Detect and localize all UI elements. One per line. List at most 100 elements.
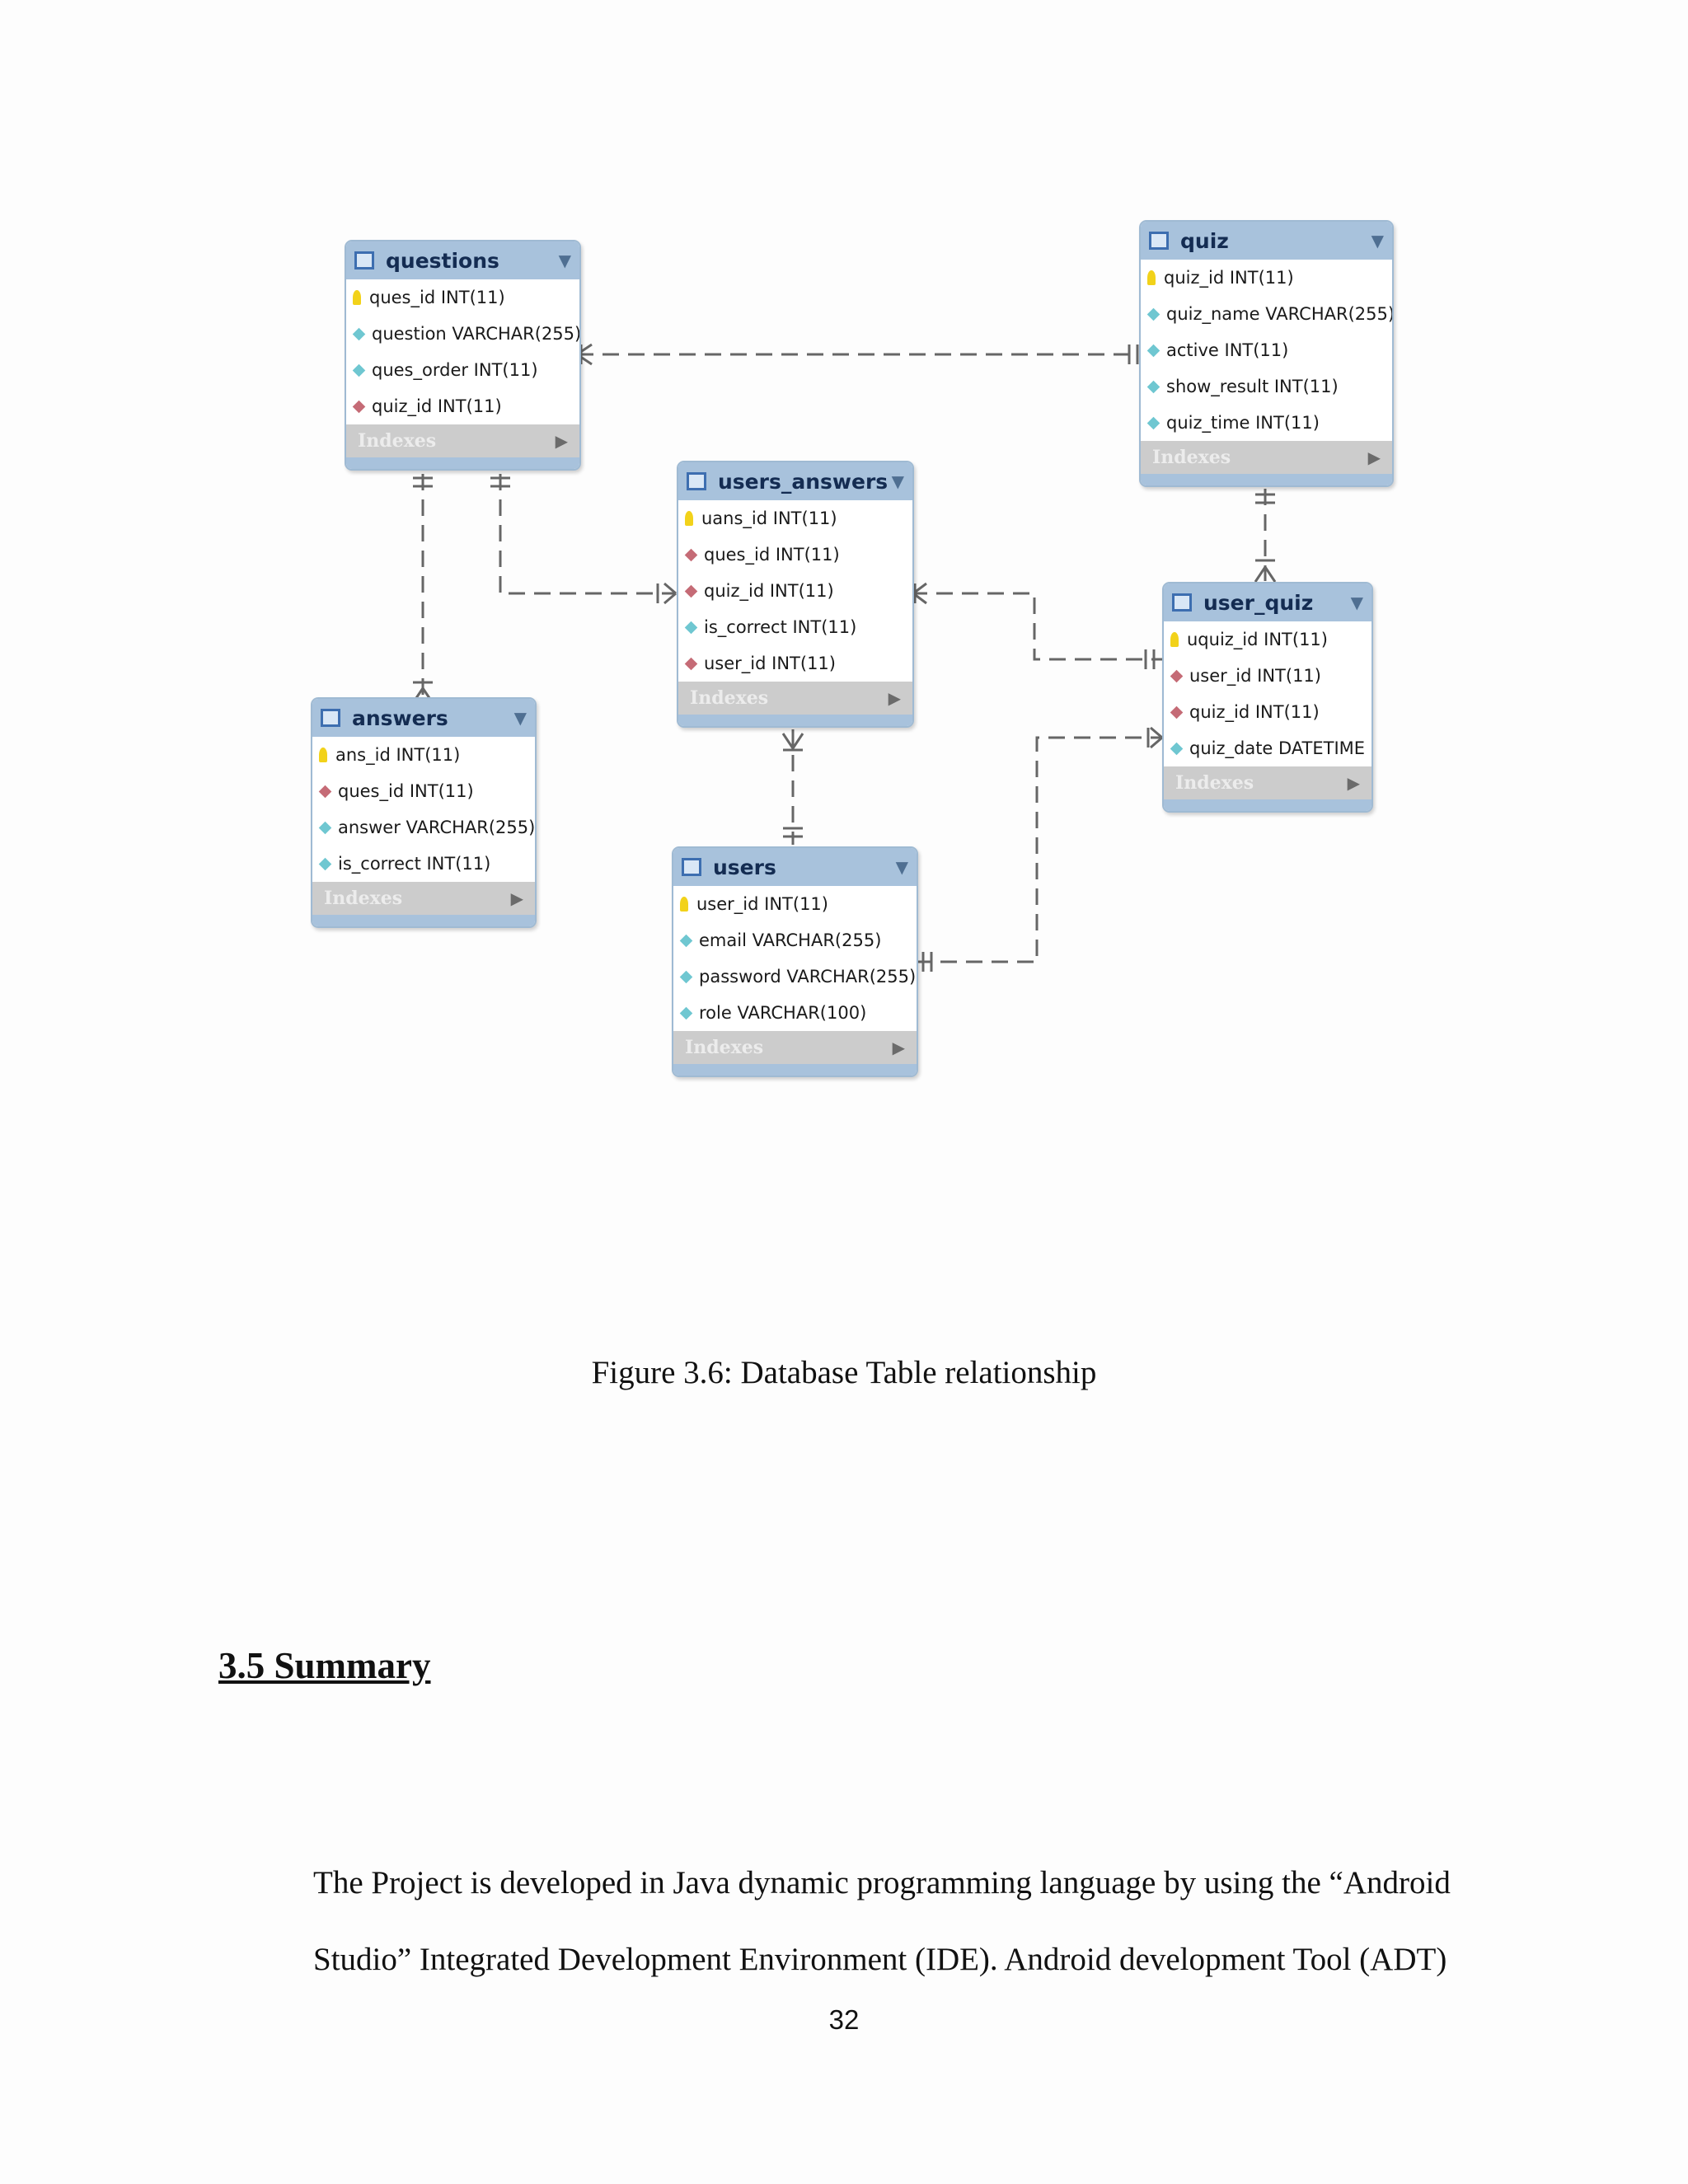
column-icon xyxy=(318,821,332,834)
table-footer xyxy=(312,915,535,926)
column-label: ques_id INT(11) xyxy=(704,545,840,565)
foreign-key-icon xyxy=(684,548,698,561)
rel-users-answers-user-quiz xyxy=(911,592,1162,661)
column-icon xyxy=(684,621,698,634)
er-diagram xyxy=(411,343,1277,972)
table-users-answers[interactable]: users_answers ▼ uans_id INT(11) ques_id … xyxy=(677,461,914,728)
column-icon xyxy=(679,1006,693,1019)
primary-key-icon xyxy=(1147,270,1156,285)
table-footer xyxy=(346,457,579,469)
indexes-section[interactable]: Indexes▶ xyxy=(673,1031,917,1064)
column-label: show_result INT(11) xyxy=(1166,377,1339,396)
table-header: users ▼ xyxy=(673,848,917,886)
foreign-key-icon xyxy=(684,657,698,670)
column-label: email VARCHAR(255) xyxy=(699,930,882,950)
column-row: ques_id INT(11) xyxy=(678,537,912,573)
table-name: users xyxy=(713,855,776,879)
primary-key-icon xyxy=(353,290,361,305)
column-icon xyxy=(318,857,332,870)
table-header: questions ▼ xyxy=(346,241,579,279)
column-row: active INT(11) xyxy=(1141,332,1392,368)
table-footer xyxy=(673,1064,917,1076)
expand-arrow-icon: ▶ xyxy=(555,431,568,451)
indexes-section[interactable]: Indexes ▶ xyxy=(346,424,579,457)
column-icon xyxy=(679,970,693,983)
dropdown-arrow-icon[interactable]: ▼ xyxy=(1350,593,1363,612)
figure-caption: Figure 3.6: Database Table relationship xyxy=(591,1355,1097,1390)
column-icon xyxy=(1146,380,1160,393)
expand-arrow-icon: ▶ xyxy=(1347,773,1360,793)
expand-arrow-icon: ▶ xyxy=(1367,448,1381,467)
dropdown-arrow-icon[interactable]: ▼ xyxy=(513,708,527,728)
column-label: uquiz_id INT(11) xyxy=(1187,630,1328,649)
table-icon xyxy=(354,251,374,269)
indexes-section[interactable]: Indexes ▶ xyxy=(1164,766,1372,799)
table-icon xyxy=(687,472,706,490)
table-footer xyxy=(1164,799,1372,811)
column-row: password VARCHAR(255) xyxy=(673,958,917,995)
indexes-section[interactable]: Indexes▶ xyxy=(1141,441,1392,474)
rel-questions-users-answers xyxy=(499,474,676,595)
table-quiz[interactable]: quiz ▼ quiz_id INT(11) quiz_name VARCHAR… xyxy=(1139,220,1394,487)
page-number: 32 xyxy=(828,2004,860,2035)
table-name: questions xyxy=(386,248,499,273)
column-row: ques_id INT(11) xyxy=(346,279,579,316)
table-header: answers ▼ xyxy=(312,699,535,737)
column-row: user_id INT(11) xyxy=(673,886,917,922)
indexes-label: Indexes xyxy=(358,430,437,452)
table-name: quiz xyxy=(1180,228,1229,253)
foreign-key-icon xyxy=(318,785,332,798)
table-header: quiz ▼ xyxy=(1141,222,1392,260)
indexes-section[interactable]: Indexes▶ xyxy=(312,882,535,915)
column-row: show_result INT(11) xyxy=(1141,368,1392,405)
table-footer xyxy=(678,715,912,726)
table-icon xyxy=(682,858,701,876)
primary-key-icon xyxy=(1170,632,1179,647)
column-row: is_correct INT(11) xyxy=(678,609,912,645)
rel-users-user-quiz xyxy=(915,736,1162,963)
column-icon xyxy=(1146,307,1160,321)
column-label: quiz_time INT(11) xyxy=(1166,413,1320,433)
dropdown-arrow-icon[interactable]: ▼ xyxy=(895,857,908,877)
column-label: ans_id INT(11) xyxy=(335,745,461,765)
column-row: quiz_time INT(11) xyxy=(1141,405,1392,441)
column-row: ans_id INT(11) xyxy=(312,737,535,773)
column-icon xyxy=(352,363,366,377)
table-header: user_quiz ▼ xyxy=(1164,583,1372,621)
paragraph-line: Studio” Integrated Development Environme… xyxy=(313,1942,1447,1977)
table-questions[interactable]: questions ▼ ques_id INT(11) question VAR… xyxy=(345,240,581,471)
column-row: quiz_id INT(11) xyxy=(346,388,579,424)
column-row: quiz_date DATETIME xyxy=(1164,730,1372,766)
section-heading: 3.5 Summary xyxy=(218,1645,431,1686)
column-row: ques_order INT(11) xyxy=(346,352,579,388)
column-label: password VARCHAR(255) xyxy=(699,967,917,987)
table-name: user_quiz xyxy=(1203,590,1314,615)
dropdown-arrow-icon[interactable]: ▼ xyxy=(1371,231,1384,251)
indexes-label: Indexes xyxy=(324,888,403,909)
column-row: quiz_id INT(11) xyxy=(1164,694,1372,730)
column-row: quiz_id INT(11) xyxy=(678,573,912,609)
table-user-quiz[interactable]: user_quiz ▼ uquiz_id INT(11) user_id INT… xyxy=(1162,582,1373,813)
paragraph-line: The Project is developed in Java dynamic… xyxy=(313,1865,1451,1900)
column-row: ques_id INT(11) xyxy=(312,773,535,809)
column-row: user_id INT(11) xyxy=(678,645,912,682)
indexes-label: Indexes xyxy=(690,687,769,709)
column-label: role VARCHAR(100) xyxy=(699,1003,867,1023)
column-label: user_id INT(11) xyxy=(696,894,828,914)
table-footer xyxy=(1141,474,1392,485)
column-icon xyxy=(1170,742,1184,755)
column-label: user_id INT(11) xyxy=(1189,666,1321,686)
column-label: quiz_id INT(11) xyxy=(372,396,502,416)
dropdown-arrow-icon[interactable]: ▼ xyxy=(891,471,904,491)
column-label: ques_order INT(11) xyxy=(372,360,538,380)
primary-key-icon xyxy=(319,748,327,762)
foreign-key-icon xyxy=(684,584,698,598)
body-paragraph: The Project is developed in Java dynamic… xyxy=(313,1844,1492,1998)
dropdown-arrow-icon[interactable]: ▼ xyxy=(558,251,571,270)
table-users[interactable]: users ▼ user_id INT(11) email VARCHAR(25… xyxy=(672,846,918,1077)
indexes-label: Indexes xyxy=(1175,772,1254,794)
column-row: role VARCHAR(100) xyxy=(673,995,917,1031)
indexes-section[interactable]: Indexes▶ xyxy=(678,682,912,715)
table-answers[interactable]: answers ▼ ans_id INT(11) ques_id INT(11)… xyxy=(311,697,537,928)
column-row: question VARCHAR(255) xyxy=(346,316,579,352)
